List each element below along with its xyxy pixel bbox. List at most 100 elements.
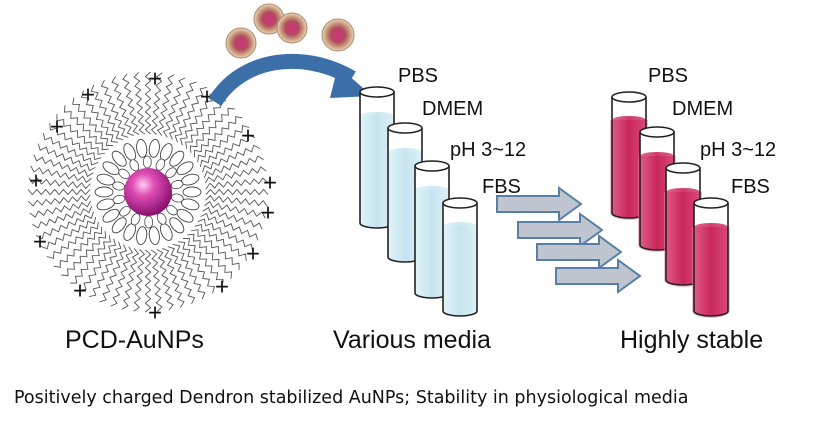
dendron-chain — [53, 226, 102, 268]
dendron-chain — [179, 93, 217, 146]
nanoparticle — [276, 12, 308, 44]
right-label-dmem: DMEM — [672, 98, 733, 120]
dendron-chain — [122, 73, 140, 135]
dendron-chain — [189, 107, 235, 153]
dendron-chain — [27, 188, 91, 196]
dendron-chain — [162, 247, 185, 308]
liquid-surface — [666, 188, 700, 196]
dendron-chain — [69, 235, 111, 284]
positive-charge-symbol: + — [215, 273, 229, 300]
dendron-chain — [61, 231, 107, 277]
positive-charge-symbol: + — [246, 240, 260, 267]
dendron-chain — [90, 84, 124, 141]
dendron-chain — [205, 177, 269, 190]
dendron-chain — [174, 86, 207, 143]
positive-charge-symbol: + — [148, 65, 162, 92]
right-label-ph: pH 3~12 — [700, 139, 776, 161]
positive-charge-symbol: + — [241, 122, 255, 149]
dendron-chain — [89, 241, 122, 298]
dendron-chain — [30, 165, 92, 184]
panel-label-highly-stable: Highly stable — [620, 326, 763, 354]
liquid-surface — [388, 148, 422, 156]
test-tube — [414, 160, 450, 299]
dendron-loop — [102, 208, 120, 223]
dendron-chain — [191, 229, 240, 271]
dendron-loop — [169, 150, 185, 167]
dendron-loop — [112, 181, 125, 191]
dendron-chain — [182, 238, 224, 287]
nanoparticle — [225, 27, 257, 59]
positive-charge-symbol: + — [33, 228, 47, 255]
dendron-nanoparticle: +++++++++++++ — [27, 65, 277, 326]
dendron-loop — [181, 198, 200, 211]
tube-rim — [611, 91, 647, 103]
positive-charge-symbol: + — [81, 81, 95, 108]
tube-rim — [359, 86, 395, 98]
dendron-loop — [182, 186, 202, 198]
test-tube — [359, 86, 395, 229]
liquid-surface — [415, 186, 449, 194]
nanoparticle — [321, 18, 355, 52]
panel-label-pcd-aunps: PCD-AuNPs — [65, 326, 204, 354]
dendron-chain — [29, 200, 91, 218]
figure-caption: Positively charged Dendron stabilized Au… — [14, 388, 689, 408]
liquid-surface — [360, 112, 394, 120]
tube-liquid — [694, 227, 728, 316]
dendron-chain — [32, 206, 93, 229]
tube-rim — [414, 160, 450, 172]
dendron-loop — [119, 205, 131, 217]
dendron-chain — [49, 123, 102, 161]
dendron-chain — [150, 72, 163, 135]
middle-label-fbs: FBS — [482, 176, 521, 198]
tube-liquid — [388, 152, 422, 262]
dendron-loop — [156, 212, 167, 225]
dendron-loop — [148, 139, 160, 158]
liquid-surface — [443, 222, 477, 230]
dendron-chain — [133, 249, 146, 312]
dendron-loop — [112, 194, 126, 204]
dendron-loop — [170, 180, 184, 190]
dendron-chain — [144, 71, 152, 135]
dendron-loop — [111, 150, 127, 167]
dendron-loop — [144, 215, 154, 229]
dendron-chain — [46, 222, 99, 259]
tube-liquid — [666, 192, 700, 285]
panel-label-various-media: Various media — [333, 326, 491, 354]
tube-liquid — [612, 120, 646, 218]
dendron-chain — [150, 249, 163, 313]
dendron-loop — [176, 161, 194, 176]
dendron-chain — [27, 194, 91, 207]
tube-rim — [387, 122, 423, 134]
dendron-chain — [121, 248, 140, 310]
dendron-chain — [156, 74, 175, 136]
middle-label-dmem: DMEM — [422, 98, 483, 120]
dendron-chain — [199, 134, 256, 168]
dendron-chain — [205, 166, 267, 184]
dendron-chain — [33, 154, 94, 178]
dendron-chain — [194, 116, 243, 158]
test-tube — [692, 197, 730, 318]
dendron-chain — [35, 211, 94, 240]
dendron-chain — [156, 249, 174, 311]
dendron-chain — [72, 97, 114, 146]
positive-charge-symbol: + — [261, 199, 275, 226]
liquid-surface — [640, 152, 674, 160]
dendron-chain — [197, 218, 254, 251]
dendron-chain — [168, 81, 197, 140]
dendron-chain — [204, 200, 266, 219]
positive-charge-symbol: + — [263, 169, 277, 196]
positive-charge-symbol: + — [148, 299, 162, 326]
dendron-chain — [56, 113, 105, 155]
dendron-loop — [94, 186, 114, 198]
dendron-chain — [194, 223, 247, 261]
dendron-chain — [42, 133, 99, 166]
dendron-chain — [162, 77, 186, 138]
right-label-fbs: FBS — [731, 176, 770, 198]
dendron-chain — [205, 194, 268, 207]
middle-tube-group — [359, 86, 478, 317]
positive-charge-symbol: + — [29, 167, 43, 194]
tube-rim — [693, 197, 729, 209]
dendron-chain — [40, 216, 97, 250]
chevron-arrow — [555, 258, 642, 294]
